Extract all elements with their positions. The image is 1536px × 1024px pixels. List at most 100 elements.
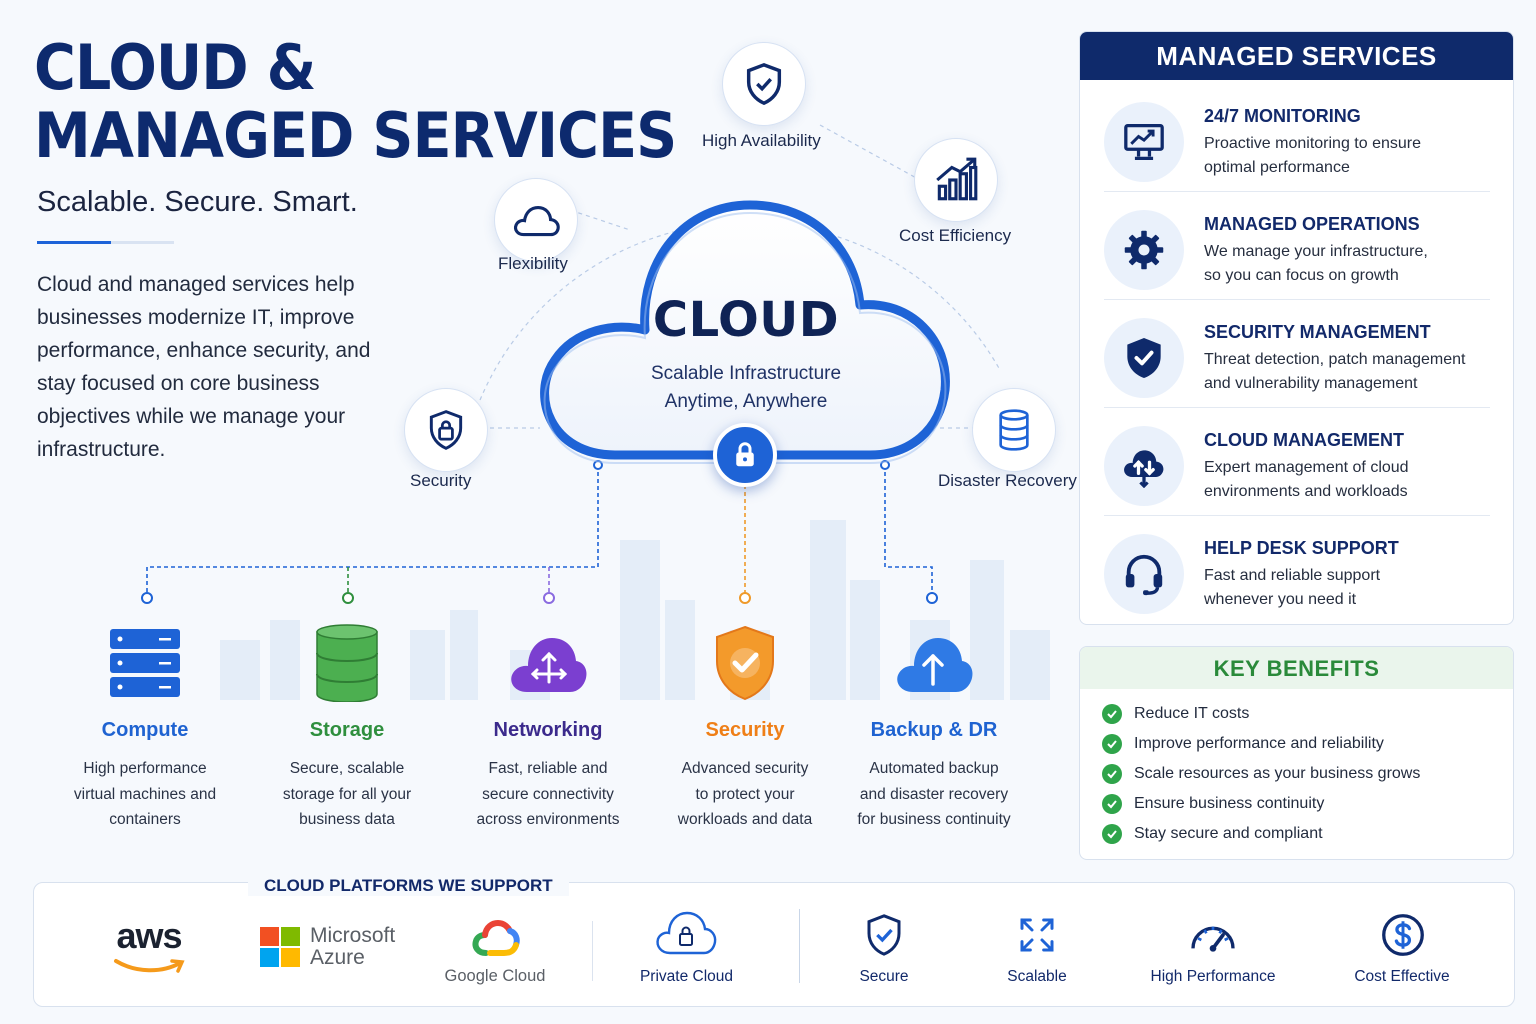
check-icon [1102,734,1122,754]
check-icon [1102,704,1122,724]
ms-desc-line: so you can focus on growth [1204,267,1399,284]
benefit-label: Ensure business continuity [1134,795,1325,812]
feature-security: Security [410,471,472,490]
expand-arrows-icon [1020,918,1054,952]
service-connectors [141,460,938,604]
divider [799,909,800,983]
cloud-upload-icon [834,623,1034,703]
managed-services-heading: MANAGED SERVICES [1080,32,1513,80]
service-desc-line: Advanced security [681,760,809,777]
service-desc: High performance virtual machines and co… [45,756,245,833]
gear-icon [1104,210,1184,290]
central-cloud [540,200,950,464]
service-desc-line: secure connectivity [482,785,614,803]
private-cloud: Private Cloud [624,883,749,1008]
cloud-subtitle: Scalable Infrastructure Anytime, Anywher… [560,360,932,416]
service-backup-dr: Backup & DR Automated backup and disaste… [834,623,1034,833]
check-icon [1102,794,1122,814]
feature-disaster-recovery: Disaster Recovery [938,471,1077,490]
service-compute: Compute High performance virtual machine… [45,623,245,833]
service-desc-line: Fast, reliable and [488,760,608,777]
azure-wordmark: Microsoft Azure [310,925,395,969]
platforms-bar: aws Microsoft Azure Google Cloud [33,882,1515,1007]
server-icon [45,623,245,703]
platforms-heading: CLOUD PLATFORMS WE SUPPORT [248,876,569,896]
google-cloud-label: Google Cloud [444,967,546,985]
ms-title: MANAGED OPERATIONS [1204,214,1420,234]
feature-cost-efficiency: Cost Efficiency [899,226,1012,245]
shield-check-icon [645,623,845,703]
azure-line2: Azure [310,946,365,969]
cloud-subtitle-line2: Anytime, Anywhere [664,391,828,412]
aws-logo: aws [94,883,204,1008]
attribute-label: Secure [859,968,909,985]
service-desc-line: Secure, scalable [289,760,405,777]
ms-item-helpdesk: HELP DESK SUPPORT Fast and reliable supp… [1104,516,1490,624]
service-desc-line: virtual machines and [73,785,217,803]
network-cloud-icon [448,623,648,703]
ms-desc-line: Expert management of cloud [1204,459,1409,476]
speedometer-icon [1191,926,1235,952]
shield-check-icon [867,914,901,956]
title-line-1: CLOUD & [34,31,316,104]
service-desc-line: and disaster recovery [859,785,1009,803]
cloud-subtitle-line1: Scalable Infrastructure [650,363,842,384]
service-desc-line: storage for all your [282,785,412,803]
ms-title: CLOUD MANAGEMENT [1204,430,1404,450]
lock-icon [713,423,777,487]
attribute-label: Cost Effective [1354,968,1450,985]
ms-desc: Threat detection, patch management and v… [1204,348,1494,396]
service-title: Security [705,719,785,741]
intro-text: Cloud and managed services help business… [37,273,371,461]
aws-wordmark: aws [116,915,182,956]
ms-desc: Proactive monitoring to ensure optimal p… [1204,132,1494,180]
service-desc-line: to protect your [695,785,795,803]
ms-desc-line: We manage your infrastructure, [1204,243,1428,260]
benefit-item: Improve performance and reliability [1102,734,1384,754]
service-title: Backup & DR [870,719,998,741]
benefit-label: Stay secure and compliant [1134,825,1323,842]
service-storage: Storage Secure, scalable storage for all… [247,623,447,833]
azure-line1: Microsoft [310,924,396,947]
managed-services-panel: MANAGED SERVICES 24/7 MONITORING Proacti… [1079,31,1514,625]
divider [592,921,593,981]
attribute-high-performance: High Performance [1132,883,1294,1008]
service-desc-line: containers [109,811,181,828]
ms-desc-line: Fast and reliable support [1204,567,1381,584]
ms-desc-line: whenever you need it [1204,591,1357,608]
benefit-item: Ensure business continuity [1102,794,1324,814]
service-desc: Automated backup and disaster recovery f… [834,756,1034,833]
ms-desc: Expert management of cloud environments … [1204,456,1494,504]
ms-desc-line: Proactive monitoring to ensure [1204,135,1421,152]
service-desc-line: workloads and data [677,811,813,828]
page-title: CLOUD & MANAGED SERVICES [34,31,677,170]
service-desc-line: business data [299,811,395,828]
database-stack-icon [247,623,447,703]
cloud-transfer-icon [1104,426,1184,506]
shield-check-icon [722,42,806,126]
ms-desc-line: optimal performance [1204,159,1350,176]
benefit-label: Improve performance and reliability [1134,735,1384,752]
bar-chart-icon [914,138,998,222]
service-desc-line: High performance [83,760,207,777]
microsoft-icon [260,927,300,967]
ms-desc-line: Threat detection, patch management [1204,351,1466,368]
service-security: Security Advanced security to protect yo… [645,623,845,833]
key-benefits-panel: KEY BENEFITS Reduce IT costs Improve per… [1079,646,1514,860]
tagline: Scalable. Secure. Smart. [37,186,358,218]
dollar-icon [1382,914,1424,956]
check-icon [1102,824,1122,844]
check-icon [1102,764,1122,784]
ms-desc-line: environments and workloads [1204,483,1408,500]
ms-title: SECURITY MANAGEMENT [1204,322,1431,342]
monitor-chart-icon [1104,102,1184,182]
benefit-item: Reduce IT costs [1102,704,1249,724]
feature-high-availability: High Availability [702,131,821,150]
service-desc: Fast, reliable and secure connectivity a… [448,756,648,833]
ms-item-monitoring: 24/7 MONITORING Proactive monitoring to … [1104,84,1490,192]
feature-flexibility: Flexibility [498,254,568,273]
attribute-scalable: Scalable [977,883,1097,1008]
service-desc: Advanced security to protect your worklo… [645,756,845,833]
ms-desc: We manage your infrastructure, so you ca… [1204,240,1494,288]
benefit-item: Scale resources as your business grows [1102,764,1420,784]
